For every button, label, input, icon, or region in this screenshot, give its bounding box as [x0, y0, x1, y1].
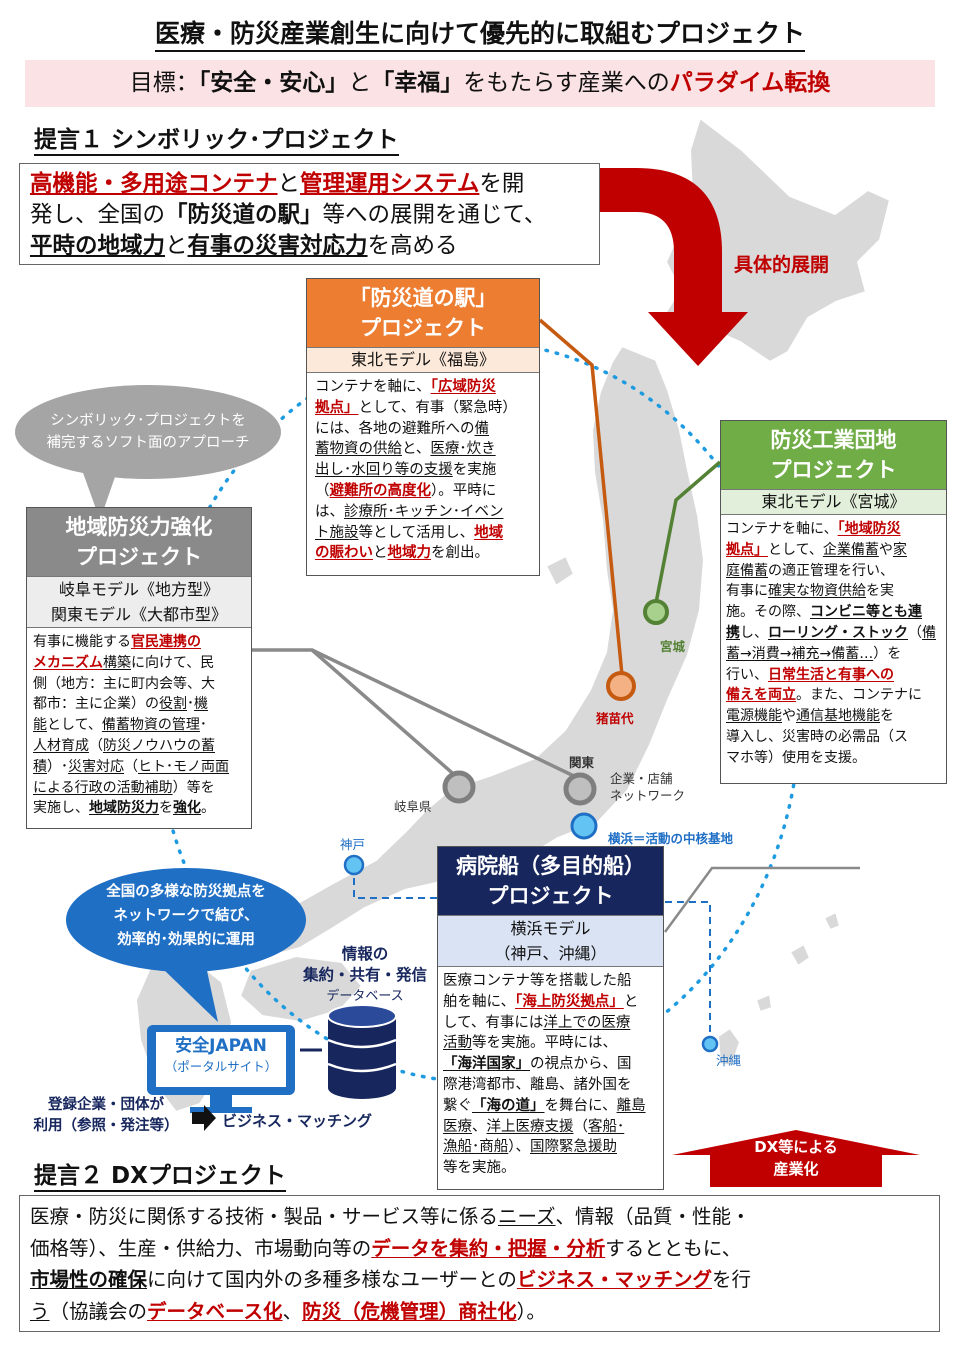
- page-title: 医療・防災産業創生に向けて優先的に取組むプロジェクト: [0, 14, 960, 52]
- industrial-park-box: 防災工業団地プロジェクト 東北モデル《宮城》 コンテナを軸に、「地域防災 拠点」…: [720, 420, 947, 784]
- development-arrow: [595, 168, 748, 366]
- regional-box: 地域防災力強化プロジェクト 岐阜モデル《地方型》関東モデル《大都市型》 有事に機…: [26, 507, 252, 829]
- hospital-ship-box: 病院船（多目的船）プロジェクト 横浜モデル（神戸、沖縄） 医療コンテナ等を搭載し…: [437, 846, 664, 1190]
- label-kobe: 神戸: [340, 837, 366, 852]
- regional-model: 岐阜モデル《地方型》関東モデル《大都市型》: [27, 576, 251, 628]
- network-bubble: [66, 868, 306, 972]
- kanto-marker: [563, 772, 597, 806]
- goal-prefix: 目標：: [129, 70, 199, 96]
- label-yokohama: 横浜＝活動の中核基地: [608, 831, 734, 846]
- proposal1-box: 高機能・多用途コンテナと管理運用システムを開 発し、全国の「防災道の駅」等への展…: [19, 163, 600, 265]
- industrial-park-model: 東北モデル《宮城》: [721, 489, 946, 515]
- yokohama-marker: [570, 812, 598, 840]
- portal-monitor-icon: [147, 1025, 295, 1113]
- inawashiro-marker: [606, 671, 636, 701]
- proposal2-heading: 提言２ DXプロジェクト: [34, 1156, 286, 1192]
- regional-body: 有事に機能する官民連携の メカニズム構築に向けて、民 側（地方：主に町内会等、大…: [33, 634, 229, 817]
- users-label: 登録企業・団体が利用（参照・発注等）: [33, 1097, 179, 1134]
- info-label: 情報の集約・共有・発信 データベース: [302, 945, 427, 1004]
- portal-site: 安全JAPAN （ポータルサイト）: [156, 1034, 286, 1076]
- hospital-connector: [663, 866, 860, 933]
- portal-sub: （ポータルサイト）: [164, 1059, 278, 1074]
- proposal1-heading: 提言１ シンボリック･プロジェクト: [34, 120, 399, 156]
- hospital-dashed-okinawa: [665, 901, 711, 1038]
- database-icon: [327, 1004, 397, 1099]
- dx-arrow-label: DX等による産業化: [754, 1138, 838, 1178]
- gifu-marker: [442, 770, 476, 804]
- proposal2-box: 医療・防災に関係する技術・製品・サービス等に係るニーズ、情報（品質・性能・ 価格…: [19, 1195, 940, 1332]
- goal-banner: 目標：「安全・安心」と「幸福」をもたらす産業へのパラダイム転換: [25, 60, 935, 107]
- arrow-label: 具体的展開: [734, 254, 830, 276]
- soft-bubble: [15, 385, 281, 479]
- regional-header: 地域防災力強化プロジェクト: [27, 508, 251, 576]
- soft-bubble-text: シンボリック･プロジェクトを補完するソフト面のアプローチ: [46, 413, 250, 451]
- matching-label: ビジネス・マッチング: [222, 1112, 373, 1130]
- michi-no-eki-model: 東北モデル《福島》: [307, 347, 539, 373]
- hospital-ship-body: 医療コンテナ等を搭載した船 舶を軸に、「海上防災拠点」と して、有事には洋上での…: [443, 973, 646, 1177]
- label-inawashiro: 猪苗代: [596, 711, 634, 726]
- michi-connector: [538, 318, 624, 676]
- sado-island: [545, 555, 575, 587]
- industrial-park-body: コンテナを軸に、「地域防災 拠点」として、企業備蓄や家 庭備蓄の適正管理を行い、…: [726, 521, 936, 766]
- industrial-connector: [654, 460, 722, 604]
- label-okinawa: 沖縄: [716, 1053, 742, 1068]
- michi-no-eki-header: 「防災道の駅」プロジェクト: [307, 279, 539, 347]
- michi-no-eki-body: コンテナを軸に、「広域防災 拠点」として、有事（緊急時） には、各地の避難所への…: [315, 379, 517, 562]
- portal-name: 安全JAPAN: [175, 1036, 267, 1056]
- hospital-ship-model: 横浜モデル（神戸、沖縄）: [438, 915, 663, 967]
- hospital-ship-header: 病院船（多目的船）プロジェクト: [438, 847, 663, 915]
- network-bubble-text: 全国の多様な防災拠点をネットワークで結び、効率的･効果的に運用: [106, 884, 266, 948]
- label-network: 企業・店舗ネットワーク: [610, 771, 686, 803]
- kobe-marker: [343, 854, 365, 876]
- miyagi-marker: [643, 599, 669, 625]
- okinawa-island: [717, 1027, 741, 1067]
- hospital-dashed-kobe: [353, 878, 438, 899]
- industrial-park-header: 防災工業団地プロジェクト: [721, 421, 946, 489]
- label-gifu: 岐阜県: [394, 799, 432, 814]
- label-kanto: 関東: [569, 755, 595, 770]
- okinawa-marker: [701, 1035, 719, 1053]
- matching-arrow-icon: [192, 1105, 216, 1131]
- label-miyagi: 宮城: [660, 639, 686, 654]
- regional-connector-kanto: [311, 648, 579, 780]
- michi-no-eki-box: 「防災道の駅」プロジェクト 東北モデル《福島》 コンテナを軸に、「広域防災 拠点…: [306, 278, 540, 576]
- dx-arrow: [672, 1130, 920, 1187]
